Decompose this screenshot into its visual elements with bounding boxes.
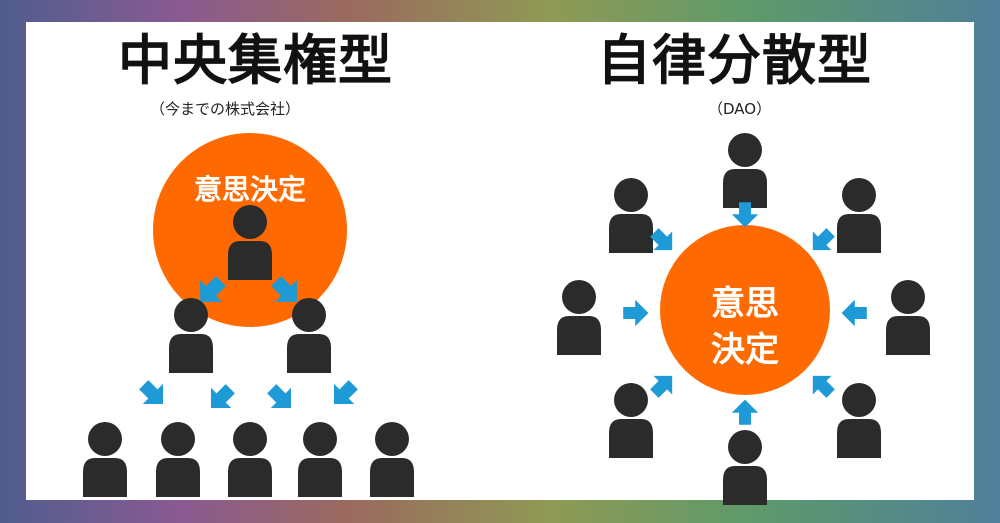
right-member-person-icon-1: [723, 133, 767, 208]
left-middle-person-icon-2: [287, 298, 331, 373]
left-bottom-person-icon-1: [83, 422, 127, 497]
right-arrow-icon-2: [812, 228, 835, 251]
right-arrow-icon-3: [841, 299, 867, 327]
right-arrow-icon-7: [623, 299, 649, 327]
right-member-person-icon-3: [886, 280, 930, 355]
left-arrow-icon-5: [267, 384, 292, 409]
right-member-person-icon-7: [557, 280, 601, 355]
left-arrow-icon-6: [333, 380, 358, 405]
right-title: 自律分散型: [597, 29, 872, 92]
left-bottom-person-icon-5: [370, 422, 414, 497]
left-arrow-icon-2: [271, 276, 297, 302]
left-leader-person-icon: [228, 205, 272, 280]
right-subtitle: （DAO）: [708, 100, 772, 118]
left-middle-person-icon-1: [169, 298, 213, 373]
left-arrow-icon-3: [139, 380, 164, 405]
right-member-person-icon-8: [609, 178, 653, 253]
right-arrow-icon-6: [650, 375, 673, 398]
right-arrow-icon-1: [731, 202, 759, 228]
left-bottom-person-icon-4: [298, 422, 342, 497]
right-member-person-icon-5: [723, 430, 767, 505]
right-arrow-icon-8: [650, 228, 673, 251]
left-arrow-icon-1: [200, 276, 226, 302]
left-title: 中央集権型: [118, 29, 393, 92]
right-member-person-icon-6: [609, 383, 653, 458]
left-circle-label: 意思決定: [193, 173, 306, 206]
right-arrow-icon-5: [731, 399, 759, 425]
right-member-person-icon-2: [837, 178, 881, 253]
left-bottom-person-icon-3: [228, 422, 272, 497]
left-arrow-icon-4: [210, 384, 235, 409]
right-circle-label-line1: 意思: [711, 284, 779, 324]
right-circle-label-line2: 決定: [711, 330, 779, 370]
right-arrow-icon-4: [812, 375, 835, 398]
right-decision-circle: [660, 225, 830, 395]
left-subtitle: （今までの株式会社）: [150, 100, 301, 118]
left-bottom-person-icon-2: [156, 422, 200, 497]
right-member-person-icon-4: [837, 383, 881, 458]
